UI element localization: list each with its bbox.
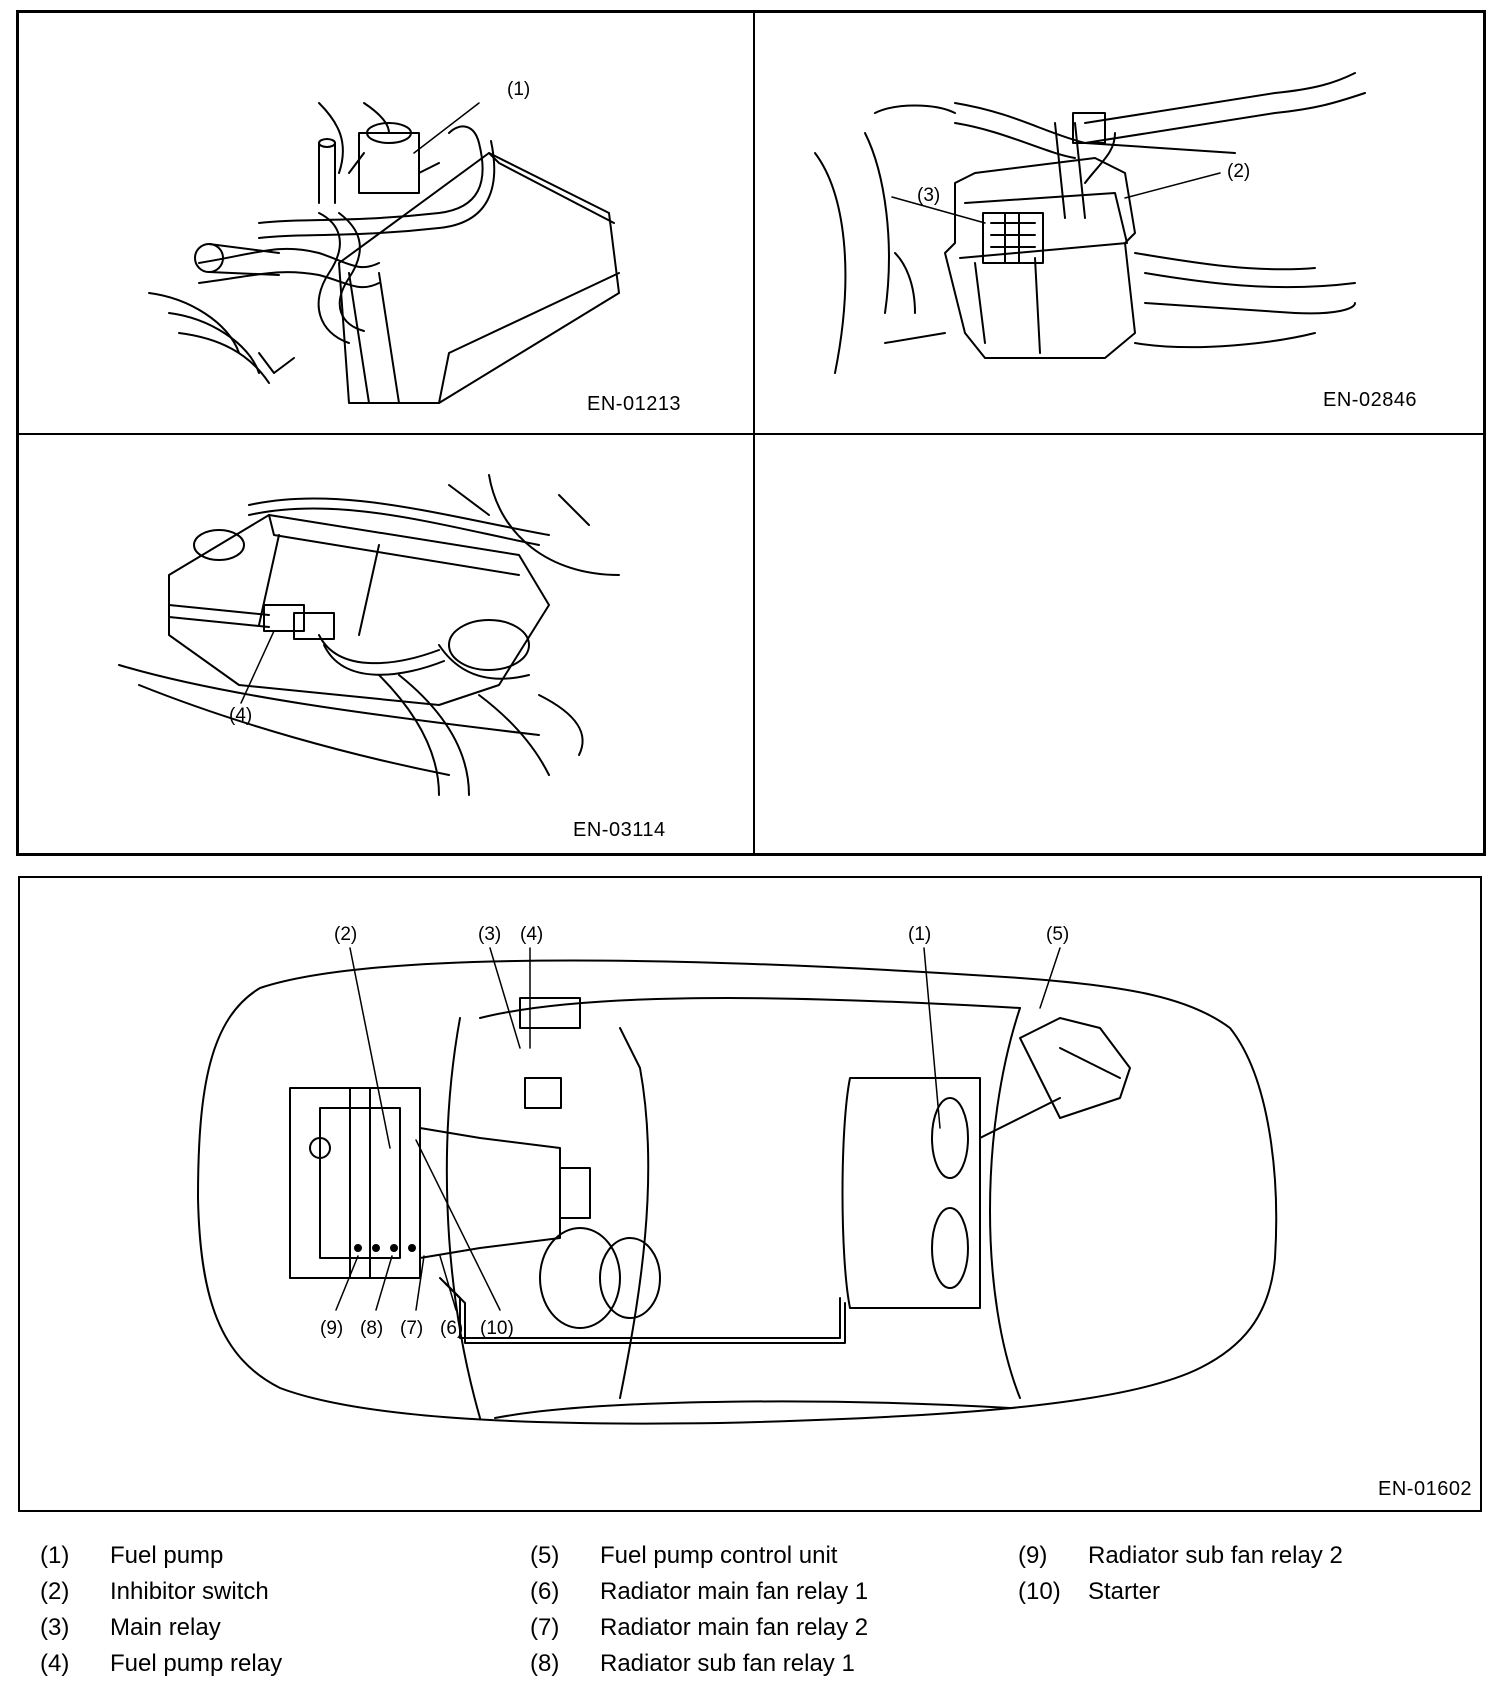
legend-number: (2)	[40, 1578, 70, 1605]
legend-number: (1)	[40, 1542, 70, 1569]
panel-fuel-pump-area: (1) EN-01213	[19, 13, 753, 433]
panel-1-drawing	[19, 13, 753, 433]
legend-label: Inhibitor switch	[110, 1578, 269, 1605]
panel-relay-box: (2) (3) EN-02846	[755, 13, 1489, 433]
main-callout-10: (10)	[480, 1318, 514, 1339]
panel-2-drawing	[755, 13, 1489, 433]
callout-1: (1)	[507, 79, 531, 100]
figure-code: EN-01213	[587, 393, 682, 415]
legend-number: (9)	[1018, 1542, 1048, 1569]
main-callout-8: (8)	[360, 1318, 384, 1339]
legend-label: Starter	[1088, 1578, 1161, 1605]
legend-label: Radiator sub fan relay 2	[1088, 1542, 1343, 1569]
top-figure-grid: (1) EN-01213	[16, 10, 1486, 856]
main-callout-1: (1)	[908, 924, 932, 945]
legend-label: Radiator sub fan relay 1	[600, 1650, 855, 1677]
main-callout-7: (7)	[400, 1318, 424, 1339]
main-callout-3: (3)	[478, 924, 502, 945]
figure-code: EN-03114	[573, 819, 666, 841]
callout-2: (2)	[1227, 161, 1251, 182]
main-callout-4: (4)	[520, 924, 544, 945]
main-callout-2: (2)	[334, 924, 358, 945]
panel-3-drawing	[19, 435, 753, 853]
figure-code: EN-01602	[1378, 1478, 1473, 1500]
legend-label: Fuel pump relay	[110, 1650, 283, 1677]
panel-empty	[755, 435, 1489, 853]
grid-horizontal-divider	[19, 433, 1483, 435]
legend-number: (8)	[530, 1650, 560, 1677]
legend-label: Fuel pump control unit	[600, 1542, 838, 1569]
main-callout-5: (5)	[1046, 924, 1070, 945]
legend-label: Radiator main fan relay 2	[600, 1614, 869, 1641]
legend-number: (6)	[530, 1578, 560, 1605]
panel-fuel-tank: (4) EN-03114	[19, 435, 753, 853]
main-callout-6: (6)	[440, 1318, 464, 1339]
legend-number: (5)	[530, 1542, 560, 1569]
legend-number: (10)	[1018, 1578, 1061, 1605]
callout-3: (3)	[917, 185, 941, 206]
legend-number: (3)	[40, 1614, 70, 1641]
vehicle-top-view	[20, 878, 1480, 1510]
callout-4: (4)	[229, 705, 253, 726]
vehicle-layout-figure: (2) (3) (4) (1) (5) (9) (8) (7) (6) (10)…	[18, 876, 1482, 1512]
legend-number: (4)	[40, 1650, 70, 1677]
main-callout-9: (9)	[320, 1318, 344, 1339]
legend-label: Main relay	[110, 1614, 221, 1641]
legend-label: Radiator main fan relay 1	[600, 1578, 869, 1605]
legend: (1) Fuel pump (2) Inhibitor switch (3) M…	[40, 1542, 1480, 1682]
figure-code: EN-02846	[1323, 389, 1418, 411]
legend-number: (7)	[530, 1614, 560, 1641]
legend-label: Fuel pump	[110, 1542, 224, 1569]
